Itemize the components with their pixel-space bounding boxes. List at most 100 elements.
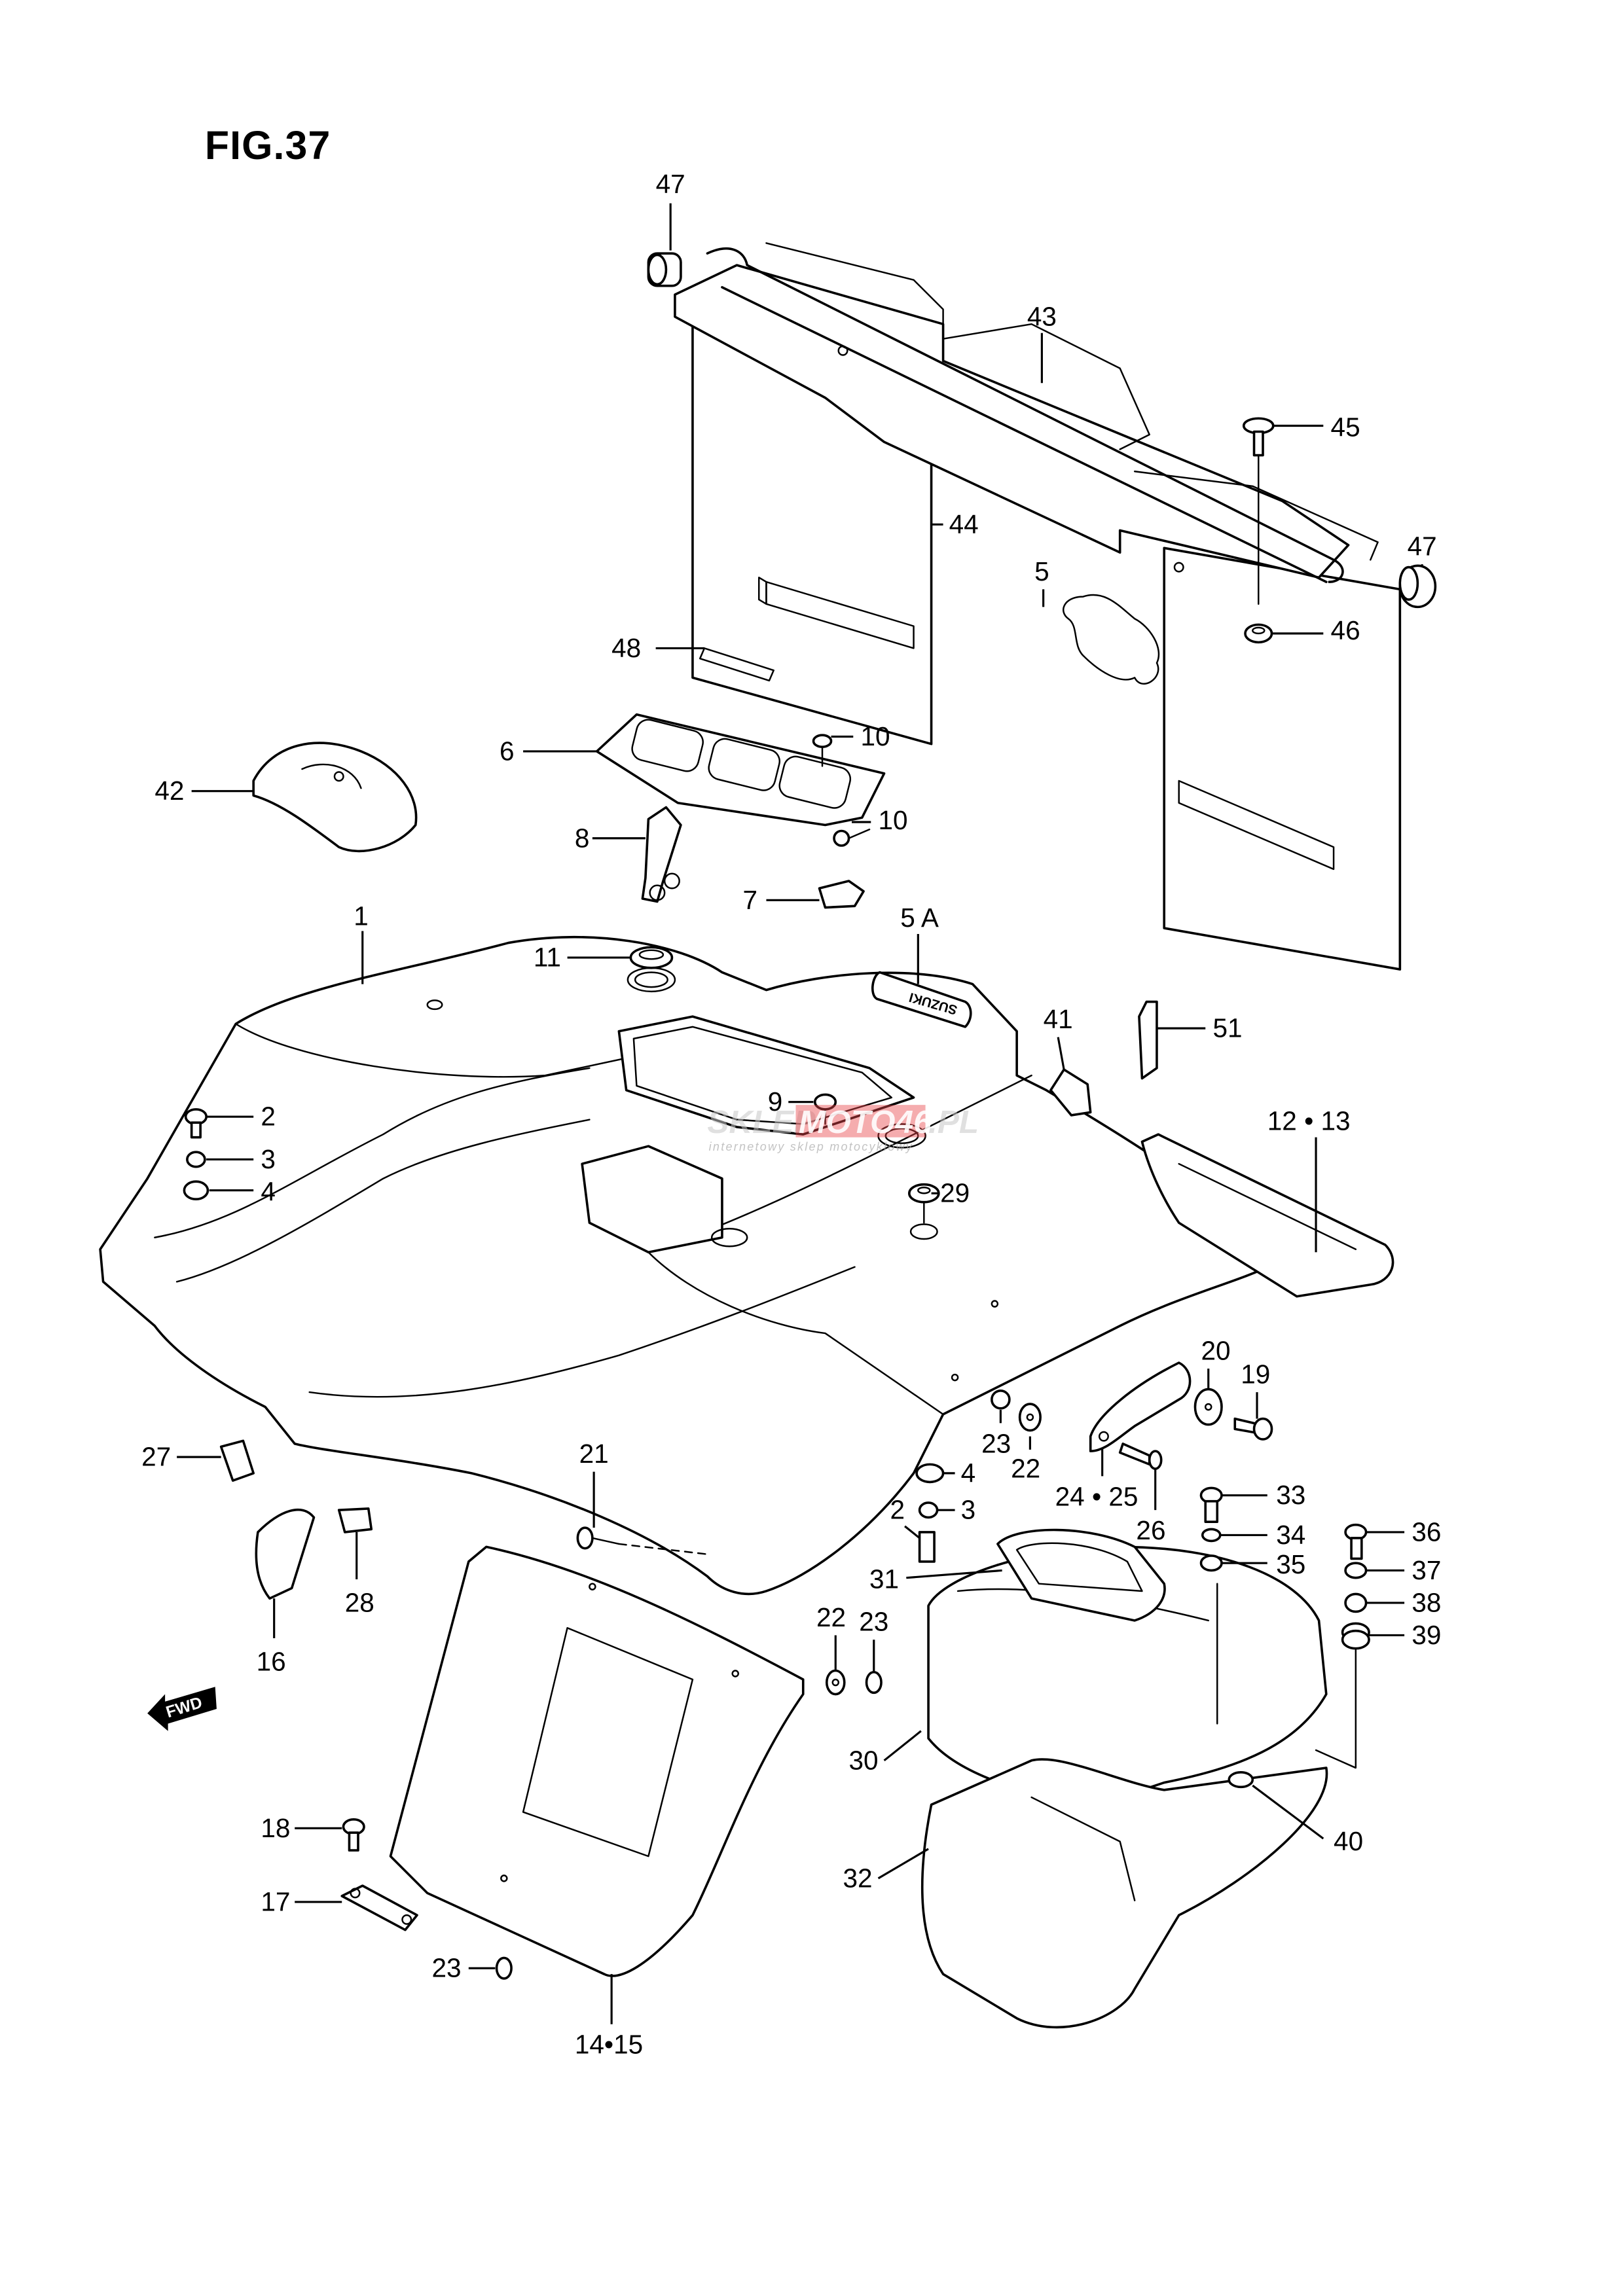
bolt-26 xyxy=(1118,1443,1163,1470)
callout-label: 44 xyxy=(949,509,979,539)
callout-23c: 23 xyxy=(432,1953,496,1983)
callout-label: 40 xyxy=(1334,1826,1363,1856)
bolt-10-lower xyxy=(833,829,871,847)
tool-tray-6 xyxy=(595,713,886,827)
callout-label: 21 xyxy=(579,1439,609,1469)
callout-36: 36 xyxy=(1366,1516,1441,1547)
callout-29: 29 xyxy=(931,1178,970,1208)
callout-31: 31 xyxy=(869,1564,1002,1594)
leader-line xyxy=(904,1525,920,1539)
callout-2a: 2 xyxy=(206,1102,276,1132)
nut-3-left xyxy=(186,1151,206,1168)
callout-label: 8 xyxy=(575,823,590,853)
bracket-8 xyxy=(641,806,682,903)
callout-label: 24 • 25 xyxy=(1055,1481,1138,1511)
bolt-10-upper xyxy=(812,734,833,767)
callout-label: 2 xyxy=(261,1102,276,1132)
callout-4a: 4 xyxy=(209,1176,276,1206)
callout-label: 10 xyxy=(879,805,908,835)
callout-23a: 23 xyxy=(981,1410,1011,1458)
callout-label: 37 xyxy=(1412,1555,1441,1585)
callout-43: 43 xyxy=(1027,301,1057,384)
callout-9: 9 xyxy=(768,1086,814,1117)
callout-11: 11 xyxy=(534,942,631,973)
callout-10a: 10 xyxy=(831,721,890,751)
callout-label: 32 xyxy=(843,1863,873,1893)
callout-label: 17 xyxy=(261,1886,290,1916)
callout-label: 28 xyxy=(345,1587,374,1617)
callout-label: 9 xyxy=(768,1086,783,1117)
callout-label: 23 xyxy=(859,1607,888,1637)
callout-label: 29 xyxy=(940,1178,970,1208)
leader-line xyxy=(906,1569,1002,1579)
callout-label: 33 xyxy=(1276,1480,1305,1510)
callout-label: 10 xyxy=(861,721,890,751)
callout-label: 4 xyxy=(961,1458,976,1488)
nut-23-center xyxy=(865,1670,883,1695)
callout-44: 44 xyxy=(931,509,979,539)
callout-12-13: 12 • 13 xyxy=(1267,1105,1351,1253)
callout-label: 35 xyxy=(1276,1549,1305,1579)
callout-label: 3 xyxy=(261,1144,276,1174)
callout-label: 18 xyxy=(261,1813,290,1843)
callout-label: 27 xyxy=(141,1442,171,1472)
end-cap-47-left xyxy=(647,252,682,287)
callout-19: 19 xyxy=(1241,1359,1270,1419)
watermark-accent-block xyxy=(795,1105,926,1138)
cover-42 xyxy=(252,742,418,853)
reflector-27 xyxy=(219,1439,255,1482)
callout-5: 5 xyxy=(1034,556,1049,607)
cover-32 xyxy=(920,1758,1328,2029)
watermark-brand-prefix: SKLEP xyxy=(707,1104,816,1140)
callout-label: 31 xyxy=(869,1564,899,1594)
washer-22-right xyxy=(1018,1403,1042,1432)
watermark: SKLEP MOTO46 .PL internetowy sklep motoc… xyxy=(707,1104,979,1153)
callout-label: 47 xyxy=(1408,531,1437,562)
watermark-tagline: internetowy sklep motocyklowy xyxy=(709,1140,913,1153)
nut-23-lower xyxy=(495,1956,513,1980)
watermark-brand-suffix: .PL xyxy=(928,1104,979,1140)
rear-fender-1 xyxy=(99,935,1269,1596)
callout-23b: 23 xyxy=(859,1607,888,1672)
callout-label: 23 xyxy=(432,1953,462,1983)
callout-2b: 2 xyxy=(890,1495,920,1539)
grommet-38 xyxy=(1344,1592,1368,1613)
callout-8: 8 xyxy=(575,823,646,853)
callout-label: 34 xyxy=(1276,1520,1305,1550)
callout-45: 45 xyxy=(1273,412,1360,442)
callout-41: 41 xyxy=(1044,1004,1073,1070)
callout-47a: 47 xyxy=(656,169,685,251)
leader-line xyxy=(877,1848,929,1880)
bracket-24-25 xyxy=(1089,1361,1192,1452)
washer-20 xyxy=(1193,1388,1223,1426)
callout-3a: 3 xyxy=(206,1144,276,1174)
callout-label: 12 • 13 xyxy=(1267,1105,1351,1136)
callout-5A: 5 A xyxy=(900,903,939,984)
callout-label: 42 xyxy=(155,776,184,806)
callout-label: 4 xyxy=(261,1176,276,1206)
end-cap-47-right xyxy=(1398,564,1437,609)
callout-38: 38 xyxy=(1366,1587,1441,1617)
callout-20: 20 xyxy=(1201,1336,1231,1390)
figure-title: FIG.37 xyxy=(205,123,331,168)
callout-37: 37 xyxy=(1366,1555,1441,1585)
decal-48 xyxy=(699,647,774,682)
callout-label: 5 A xyxy=(900,903,939,933)
washer-4-left xyxy=(183,1180,209,1201)
mud-guard-14-15 xyxy=(389,1545,805,1977)
callout-51: 51 xyxy=(1156,1013,1243,1043)
pad-28 xyxy=(337,1507,373,1534)
callout-label: 45 xyxy=(1331,412,1360,442)
rear-carrier-assembly xyxy=(674,242,1402,971)
callout-label: 14•15 xyxy=(575,2030,643,2060)
bolt-21 xyxy=(576,1526,708,1555)
pad-41 xyxy=(1049,1068,1092,1117)
plug-11 xyxy=(629,946,674,969)
callout-39: 39 xyxy=(1369,1620,1441,1650)
callout-label: 26 xyxy=(1136,1515,1165,1545)
nut-23-right xyxy=(991,1390,1011,1410)
mud-flap-right xyxy=(1163,547,1402,971)
callout-35: 35 xyxy=(1221,1549,1305,1579)
callout-28: 28 xyxy=(345,1532,374,1617)
